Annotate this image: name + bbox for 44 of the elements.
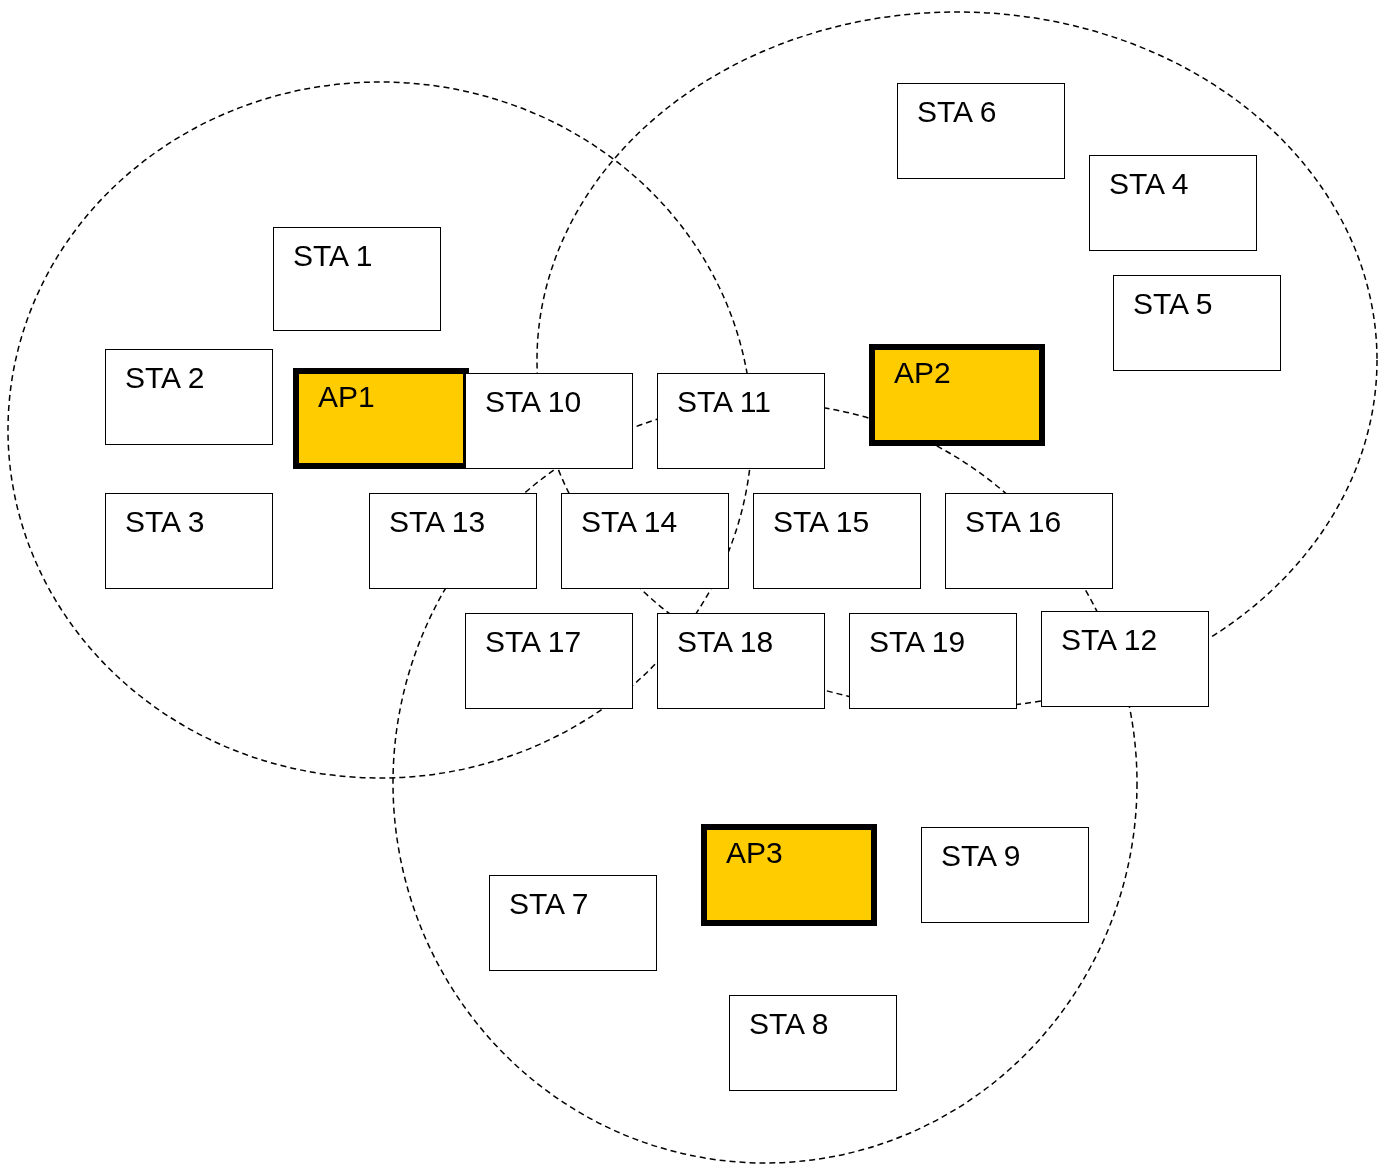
node-label: STA 15 xyxy=(773,504,870,540)
station-box xyxy=(657,373,825,469)
node-label: STA 2 xyxy=(125,360,205,396)
node-label: STA 17 xyxy=(485,624,582,660)
node-label: AP1 xyxy=(318,379,375,415)
node-label: STA 8 xyxy=(749,1006,829,1042)
node-label: STA 13 xyxy=(389,504,486,540)
station-box xyxy=(369,493,537,589)
station-box xyxy=(729,995,897,1091)
access-point-box xyxy=(293,368,469,469)
node-label: STA 18 xyxy=(677,624,774,660)
station-box xyxy=(273,227,441,331)
station-box xyxy=(1113,275,1281,371)
node-label: STA 6 xyxy=(917,94,997,130)
station-box xyxy=(1089,155,1257,251)
node-label: STA 19 xyxy=(869,624,966,660)
node-label: STA 12 xyxy=(1061,622,1158,658)
node-label: STA 5 xyxy=(1133,286,1213,322)
station-box xyxy=(105,349,273,445)
station-box xyxy=(1041,611,1209,707)
node-label: STA 11 xyxy=(677,384,771,420)
station-box xyxy=(561,493,729,589)
access-point-box xyxy=(869,344,1045,446)
node-label: STA 7 xyxy=(509,886,589,922)
station-box xyxy=(465,373,633,469)
node-label: STA 4 xyxy=(1109,166,1189,202)
node-label: STA 16 xyxy=(965,504,1062,540)
station-box xyxy=(945,493,1113,589)
station-box xyxy=(489,875,657,971)
station-box xyxy=(657,613,825,709)
station-box xyxy=(897,83,1065,179)
station-box xyxy=(753,493,921,589)
node-label: AP2 xyxy=(894,355,951,391)
node-label: STA 10 xyxy=(485,384,582,420)
node-label: STA 3 xyxy=(125,504,205,540)
access-point-box xyxy=(701,824,877,926)
station-box xyxy=(465,613,633,709)
station-box xyxy=(921,827,1089,923)
node-label: AP3 xyxy=(726,835,783,871)
station-box xyxy=(105,493,273,589)
node-label: STA 1 xyxy=(293,238,373,274)
station-box xyxy=(849,613,1017,709)
node-label: STA 9 xyxy=(941,838,1021,874)
node-label: STA 14 xyxy=(581,504,678,540)
